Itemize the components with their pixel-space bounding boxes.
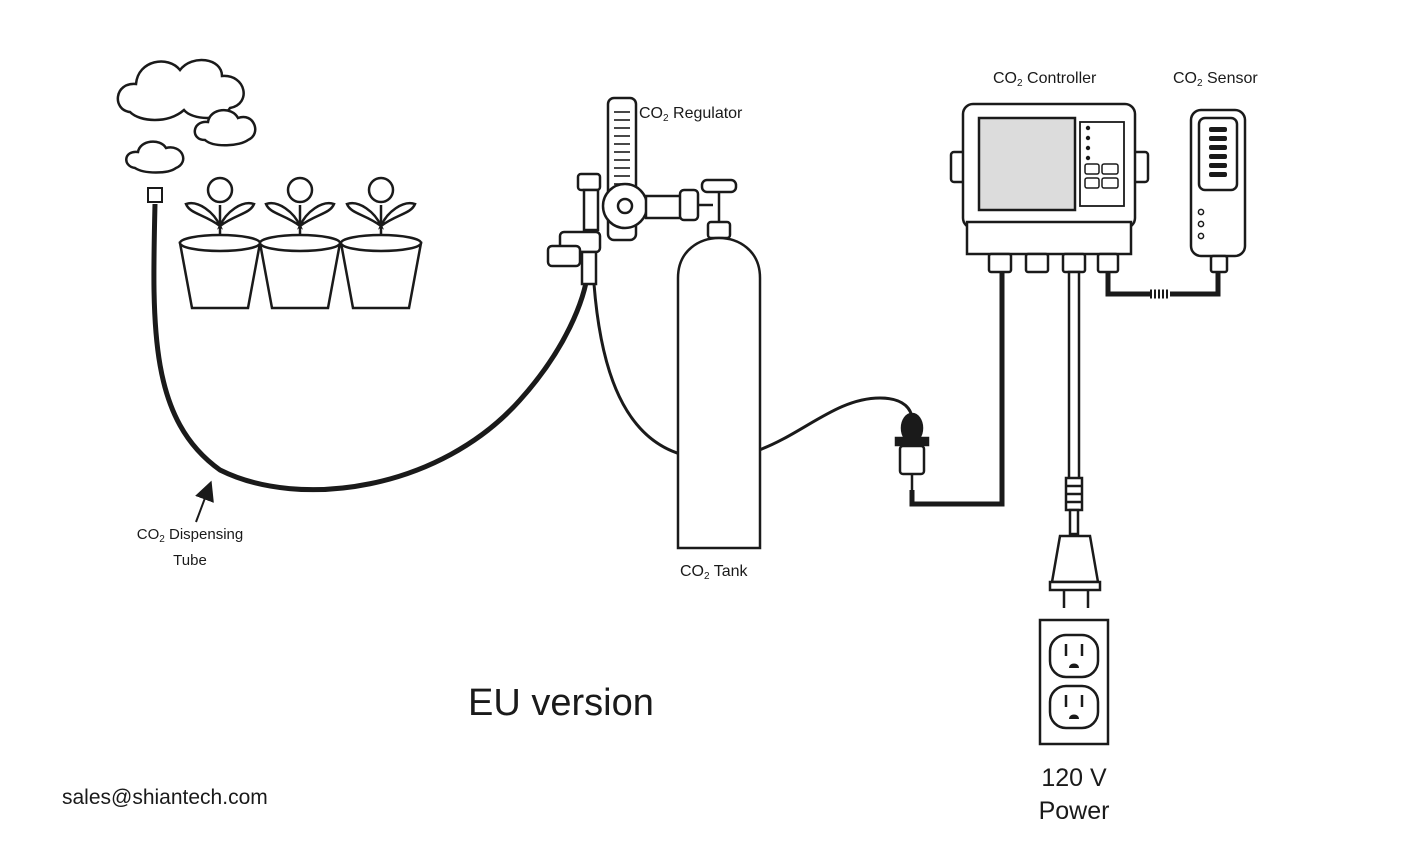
power-outlet (1038, 618, 1110, 746)
cloud-icon (116, 58, 245, 122)
sensor-cable (1105, 272, 1221, 299)
power-plug (1048, 534, 1102, 608)
plant-pot-1 (178, 176, 262, 310)
cloud-icon (193, 109, 257, 147)
co2-controller (949, 102, 1150, 274)
power-cable (1064, 270, 1084, 536)
plant-pot-2 (258, 176, 342, 310)
version-label: EU version (468, 682, 654, 724)
plant-pot-3 (339, 176, 423, 310)
controller-label: CO2 Controller (993, 70, 1097, 89)
sensor-label: CO2 Sensor (1173, 70, 1258, 89)
dispensing-tube-label: CO2 Dispensing Tube (136, 526, 244, 569)
regulator-label: CO2 Regulator (639, 105, 743, 124)
power-label: 120 V Power (1038, 764, 1110, 825)
co2-regulator (546, 96, 713, 286)
co2-sensor (1189, 108, 1247, 274)
dispensing-tube (147, 187, 591, 493)
co2-tank (676, 178, 762, 550)
tank-label: CO2 Tank (680, 563, 748, 582)
solenoid-valve (894, 412, 930, 504)
cloud-icon (125, 140, 185, 174)
tube-arrow (195, 480, 214, 523)
contact-email[interactable]: sales@shiantech.com (62, 786, 268, 809)
solenoid-cable (909, 272, 1005, 507)
